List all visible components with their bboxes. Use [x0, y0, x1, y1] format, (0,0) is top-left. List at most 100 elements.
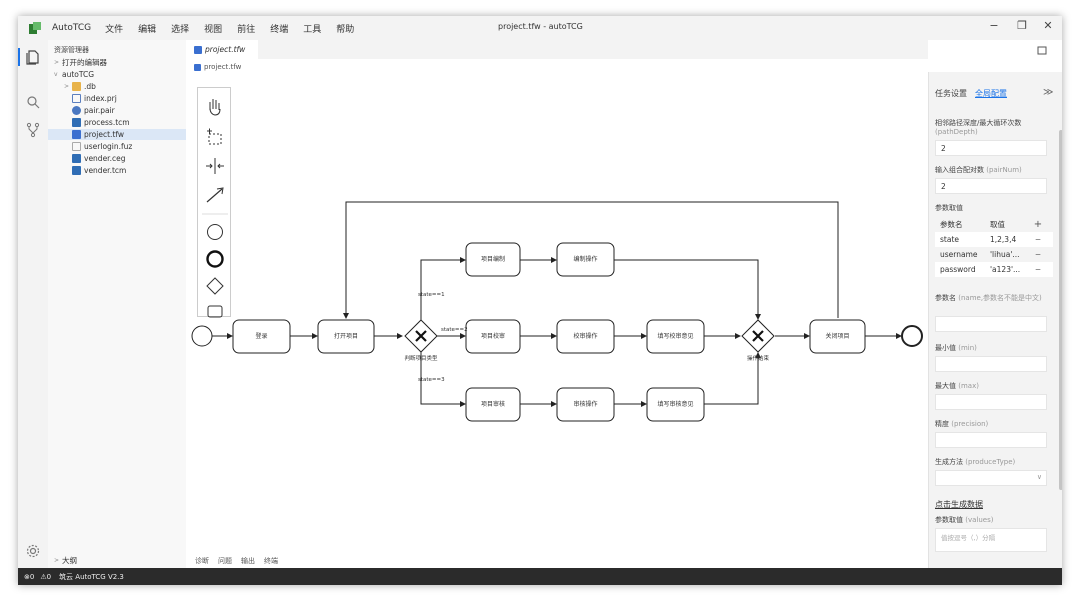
param-name-label-text: 参数名 [935, 294, 956, 302]
gateway-tool-icon[interactable] [206, 277, 224, 295]
restore-button[interactable]: ❐ [1017, 19, 1027, 32]
tree-item-vender-tcm[interactable]: vender.tcm [48, 165, 186, 176]
tab-task-settings[interactable]: 任务设置 [935, 89, 967, 98]
tab-global-config[interactable]: 全局配置 [975, 89, 1007, 98]
connect-tool-icon[interactable] [206, 187, 224, 203]
produce-type-select[interactable]: ∨ [935, 470, 1047, 486]
menu-help[interactable]: 帮助 [336, 24, 355, 35]
table-row[interactable]: password 'a123'... − [935, 262, 1053, 277]
table-row[interactable]: state 1,2,3,4 − [935, 232, 1053, 247]
project-section[interactable]: v autoTCG [48, 69, 186, 80]
source-control-icon[interactable] [25, 122, 41, 138]
files-icon[interactable] [25, 49, 41, 65]
collapse-panel-icon[interactable]: ≫ [1043, 87, 1054, 98]
pair-num-input[interactable]: 2 [935, 178, 1047, 194]
flow-diagram-canvas[interactable]: 登录 打开项目 项目编制 编制操作 项目校审 校审操作 填写校审意见 项目审核 [186, 72, 928, 550]
task-review-project[interactable]: 项目审核 [465, 387, 521, 422]
task-edit-op[interactable]: 编制操作 [556, 242, 615, 277]
param-name-cell: password [940, 265, 976, 274]
generate-data-link[interactable]: 点击生成数据 [935, 500, 983, 509]
properties-tabs: 任务设置 全局配置 ≫ [935, 87, 1059, 99]
gateway-op-end[interactable]: 操作结束 [741, 319, 775, 362]
precision-input[interactable] [935, 432, 1047, 448]
remove-param-button[interactable]: − [1034, 250, 1042, 259]
open-editors-section[interactable]: > 打开的编辑器 [48, 57, 186, 68]
task-edit-project[interactable]: 项目编制 [465, 242, 521, 277]
menu-view[interactable]: 视图 [204, 24, 223, 35]
max-label: 最大值 (max) [935, 382, 1047, 391]
error-count[interactable]: ⊗0 [24, 572, 35, 581]
param-name-input[interactable] [935, 316, 1047, 332]
tree-item-db[interactable]: > .db [48, 81, 186, 92]
end-event-tool-icon[interactable] [206, 250, 224, 268]
menu-tools[interactable]: 工具 [303, 24, 322, 35]
max-input[interactable] [935, 394, 1047, 410]
param-value-cell: 'a123'... [990, 265, 1021, 274]
start-event-tool-icon[interactable] [207, 224, 223, 240]
min-input[interactable] [935, 356, 1047, 372]
params-title: 参数取值 [935, 204, 963, 212]
start-event[interactable] [191, 325, 213, 347]
search-icon[interactable] [25, 94, 41, 110]
split-editor-icon[interactable] [1036, 44, 1048, 56]
breadcrumb-label[interactable]: project.tfw [204, 63, 242, 71]
values-textarea[interactable]: 值按逗号（,）分隔 [935, 528, 1047, 552]
task-review-op[interactable]: 审核操作 [556, 387, 615, 422]
warning-count[interactable]: ⚠0 [40, 572, 52, 581]
tree-item-userlogin[interactable]: userlogin.fuz [48, 141, 186, 152]
produce-type-label-en: (produceType) [965, 458, 1016, 466]
tree-item-process[interactable]: process.tcm [48, 117, 186, 128]
tab-problems[interactable]: 问题 [218, 557, 232, 565]
outline-section[interactable]: > 大纲 [48, 555, 186, 566]
file-label: userlogin.fuz [84, 142, 133, 151]
file-label: index.prj [84, 94, 117, 103]
task-close-project[interactable]: 关闭项目 [809, 319, 866, 354]
pair-num-label-en: (pairNum) [986, 166, 1022, 174]
tab-diagnostics[interactable]: 诊断 [195, 557, 209, 565]
lasso-tool-icon[interactable] [207, 128, 222, 145]
task-fill-proofread[interactable]: 填写校审意见 [646, 319, 705, 354]
path-depth-input[interactable]: 2 [935, 140, 1047, 156]
chevron-right-icon: > [54, 557, 60, 564]
settings-gear-icon[interactable] [25, 543, 41, 559]
menu-select[interactable]: 选择 [171, 24, 190, 35]
remove-param-button[interactable]: − [1034, 265, 1042, 274]
tab-terminal[interactable]: 终端 [264, 557, 278, 565]
tree-item-index[interactable]: index.prj [48, 93, 186, 104]
menu-terminal[interactable]: 终端 [270, 24, 289, 35]
tree-item-project[interactable]: project.tfw [48, 129, 186, 140]
tfw-file-icon [194, 45, 202, 54]
tab-output[interactable]: 输出 [241, 557, 255, 565]
space-tool-icon[interactable] [206, 158, 224, 174]
chevron-right-icon: > [54, 59, 60, 66]
menu-go[interactable]: 前往 [237, 24, 256, 35]
param-name-cell: state [940, 235, 959, 244]
end-event[interactable] [901, 325, 923, 347]
tcm-file-icon [72, 118, 81, 127]
gateway-project-type[interactable]: 判断项目类型 [404, 319, 438, 362]
tree-item-vender-ceg[interactable]: vender.ceg [48, 153, 186, 164]
minimize-button[interactable]: − [989, 19, 999, 32]
table-row[interactable]: username 'lihua'... − [935, 247, 1053, 262]
task-tool-icon[interactable] [207, 305, 223, 318]
add-param-button[interactable]: + [1033, 219, 1043, 230]
task-open-project[interactable]: 打开项目 [317, 319, 375, 354]
menu-edit[interactable]: 编辑 [138, 24, 157, 35]
tab-project-tfw[interactable]: project.tfw [186, 40, 258, 59]
app-name: AutoTCG [52, 23, 92, 33]
task-label: 填写校审意见 [657, 332, 693, 340]
task-proofread-op[interactable]: 校审操作 [556, 319, 615, 354]
activity-bar [18, 40, 48, 568]
task-fill-review[interactable]: 填写审核意见 [646, 387, 705, 422]
gateway-label: 判断项目类型 [404, 354, 438, 362]
param-value-cell: 'lihua'... [990, 250, 1020, 259]
remove-param-button[interactable]: − [1034, 235, 1042, 244]
pair-file-icon [72, 106, 81, 115]
panel-scrollbar[interactable] [1059, 130, 1062, 490]
task-login[interactable]: 登录 [232, 319, 291, 354]
hand-tool-icon[interactable] [209, 99, 221, 116]
menu-file[interactable]: 文件 [105, 24, 124, 35]
task-proofread-project[interactable]: 项目校审 [465, 319, 521, 354]
tree-item-pair[interactable]: pair.pair [48, 105, 186, 116]
close-button[interactable]: ✕ [1043, 19, 1053, 32]
